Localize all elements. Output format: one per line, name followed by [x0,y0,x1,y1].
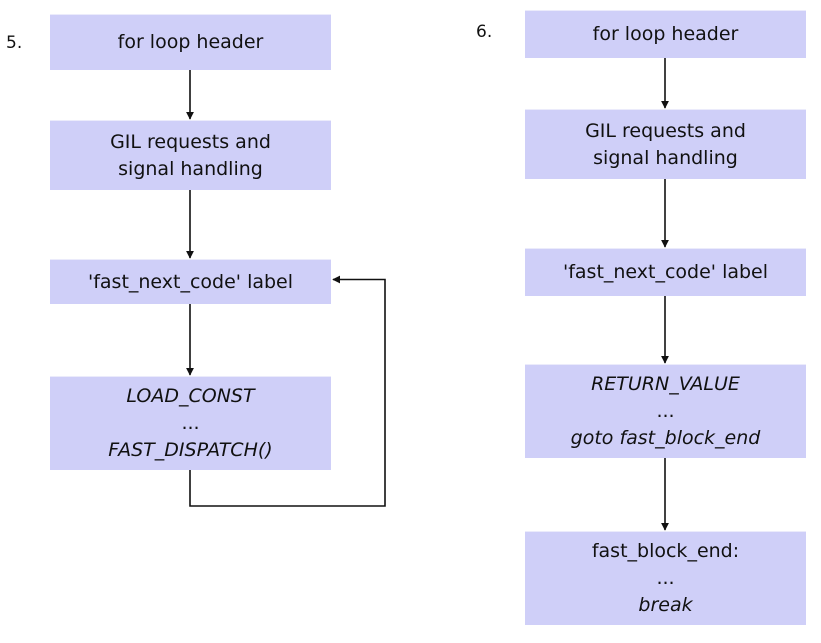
flow-node: for loop header [525,10,806,58]
node-text-line: RETURN_VALUE [591,373,740,395]
node-text-line: fast_block_end: [591,540,740,562]
node-text-line: ... [656,400,675,422]
node-text-line: ... [656,567,675,589]
flow-node: 'fast_next_code' label [525,248,806,296]
node-text-line: signal handling [593,146,738,169]
node-text-line: 'fast_next_code' label [562,261,769,283]
node-text-line: goto fast_block_end [570,427,761,449]
node-text-line: ... [181,412,200,434]
node-text-line: break [638,594,693,616]
node-text-line: LOAD_CONST [126,385,255,407]
flow-node: RETURN_VALUE... goto fast_block_end [525,364,806,458]
node-text-line: GIL requests and [585,119,746,142]
flow-node: for loop header [50,14,331,70]
flow-node: fast_block_end:... break [525,531,806,625]
node-text-line: for loop header [592,23,739,45]
node-text-line: signal handling [118,157,263,180]
flow-node: GIL requests and signal handling [525,109,806,179]
panel-number: 5. [6,33,23,53]
node-text-line: for loop header [117,31,264,53]
flow-node: LOAD_CONST... FAST_DISPATCH() [50,376,331,470]
node-text-line: FAST_DISPATCH() [108,439,273,461]
loop-back-arrow [189,275,386,507]
flow-node: GIL requests and signal handling [50,120,331,190]
flow-node: 'fast_next_code' label [50,259,331,304]
node-text-line: GIL requests and [110,130,271,153]
panel-number: 6. [476,22,493,42]
node-text-line: 'fast_next_code' label [87,270,294,293]
